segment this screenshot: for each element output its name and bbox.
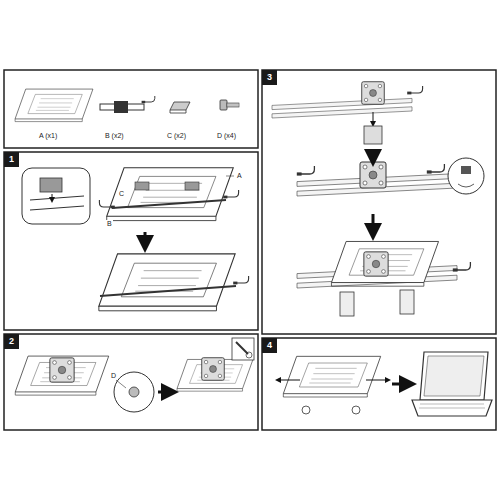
tray <box>15 356 108 395</box>
vesa-plate <box>360 162 386 188</box>
step-number-badge: 1 <box>4 152 19 167</box>
tray <box>99 254 235 311</box>
phillips-icon <box>246 352 252 358</box>
wheel <box>302 406 310 414</box>
hook <box>407 86 422 94</box>
callout-letter: C <box>118 190 125 197</box>
step-number-badge: 4 <box>262 338 277 353</box>
bracket-part <box>100 96 155 113</box>
laptop <box>412 352 492 416</box>
step-arrow <box>372 214 375 232</box>
step-2-illustration <box>15 338 254 412</box>
vesa-plate <box>364 252 388 276</box>
detail-inset <box>448 158 484 194</box>
step-panel <box>4 152 258 330</box>
step-4-illustration <box>278 352 492 416</box>
pad <box>135 182 149 190</box>
step-arrow <box>158 391 170 394</box>
pad-part <box>170 102 190 113</box>
hook <box>99 200 114 208</box>
parts-panel <box>4 70 258 148</box>
step-panel <box>262 338 496 430</box>
callout-letter: D <box>110 372 117 379</box>
bracket-detail <box>30 196 84 210</box>
hook <box>233 276 248 284</box>
step-panels <box>4 70 496 430</box>
part-label: A (x1) <box>38 132 58 139</box>
tool-box <box>232 338 254 360</box>
step-panel <box>4 334 258 430</box>
step-panel <box>262 70 496 334</box>
step-arrow <box>392 383 408 386</box>
monitor-mount <box>364 126 382 144</box>
tray <box>331 241 438 286</box>
bracket <box>112 200 226 208</box>
tray <box>107 168 234 221</box>
clamp <box>340 292 354 316</box>
vesa-plate <box>50 358 74 382</box>
leader-line <box>226 176 234 177</box>
callout-letter: A <box>236 172 243 179</box>
insert-arrow <box>52 194 53 200</box>
detail-inset <box>22 168 90 224</box>
bracket <box>100 286 236 296</box>
hook <box>427 164 445 174</box>
hook <box>453 262 471 272</box>
clamp <box>400 290 414 314</box>
vesa-plate <box>202 358 225 381</box>
step-number-badge: 2 <box>4 334 19 349</box>
step-arrow <box>372 150 375 158</box>
leader-line <box>116 380 126 388</box>
step-number-badge: 3 <box>262 70 277 85</box>
screw-detail <box>129 387 139 397</box>
tray <box>283 356 380 397</box>
step-number: 2 <box>9 337 14 346</box>
parts-list <box>15 89 239 122</box>
arm-bar <box>272 98 412 118</box>
extend-arrow <box>278 380 300 381</box>
part-label: B (x2) <box>104 132 125 139</box>
screwdriver-icon <box>236 342 248 354</box>
tray-part <box>15 89 93 122</box>
pad <box>185 182 199 190</box>
step-arrow <box>144 232 147 244</box>
wheel <box>352 406 360 414</box>
hook <box>297 166 315 176</box>
hook <box>223 190 238 198</box>
step-3-illustration <box>272 82 484 316</box>
callout-letter: B <box>106 220 113 227</box>
detail-inset <box>114 372 154 412</box>
extend-arrow <box>366 380 388 381</box>
knob-detail <box>461 166 471 174</box>
step-1-illustration <box>22 168 249 311</box>
pad-detail <box>40 178 62 192</box>
step-number: 1 <box>9 155 14 164</box>
insert-arrow <box>373 112 374 124</box>
step-number: 4 <box>267 341 272 350</box>
turn-symbol <box>458 184 474 187</box>
screw-part <box>220 100 239 110</box>
vesa-plate <box>362 82 385 105</box>
step-number: 3 <box>267 73 272 82</box>
part-label: D (x4) <box>216 132 237 139</box>
part-label: C (x2) <box>166 132 187 139</box>
